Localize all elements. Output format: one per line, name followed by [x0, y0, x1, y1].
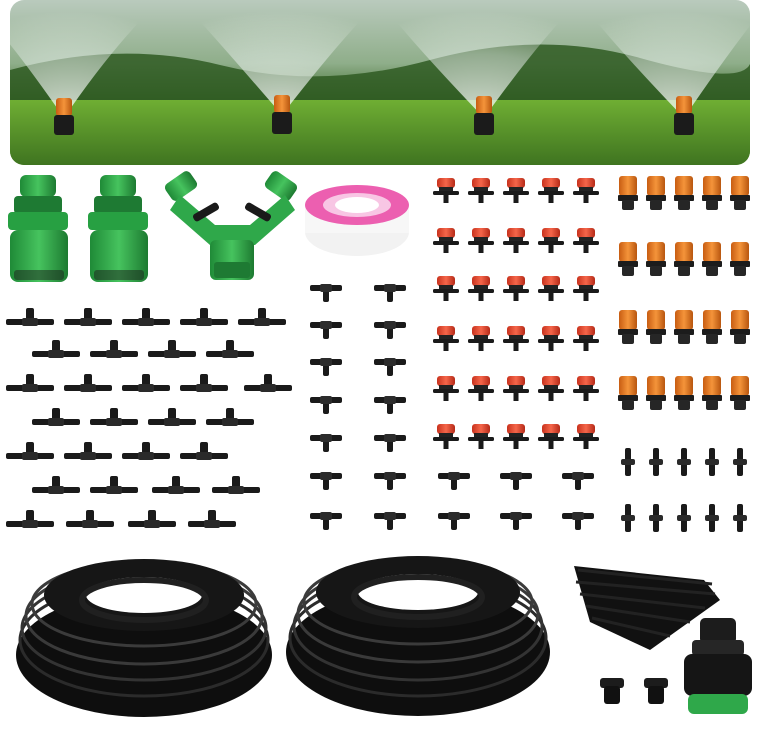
faucet-adapter	[684, 618, 752, 714]
y-splitter-valve	[164, 171, 298, 280]
coiled-hose-2	[286, 556, 550, 716]
quick-connector-2	[88, 175, 148, 282]
red-drip-emitters	[433, 178, 599, 449]
sprinkler-head-4	[674, 96, 694, 135]
quick-connector-1	[8, 175, 68, 282]
teflon-tape-roll	[305, 185, 409, 256]
coiled-hose-1	[16, 559, 272, 717]
end-plugs	[600, 678, 668, 704]
tee-fittings-middle	[310, 284, 594, 530]
sprinkler-banner	[10, 0, 750, 165]
straight-connectors	[621, 448, 747, 532]
orange-sprinklers	[618, 176, 750, 410]
sprinkler-head-1	[54, 98, 74, 135]
tee-fittings-left-grid	[6, 308, 292, 528]
sprinkler-head-3	[474, 96, 494, 135]
stakes-bundle	[574, 566, 720, 650]
sprinkler-head-2	[272, 95, 292, 134]
